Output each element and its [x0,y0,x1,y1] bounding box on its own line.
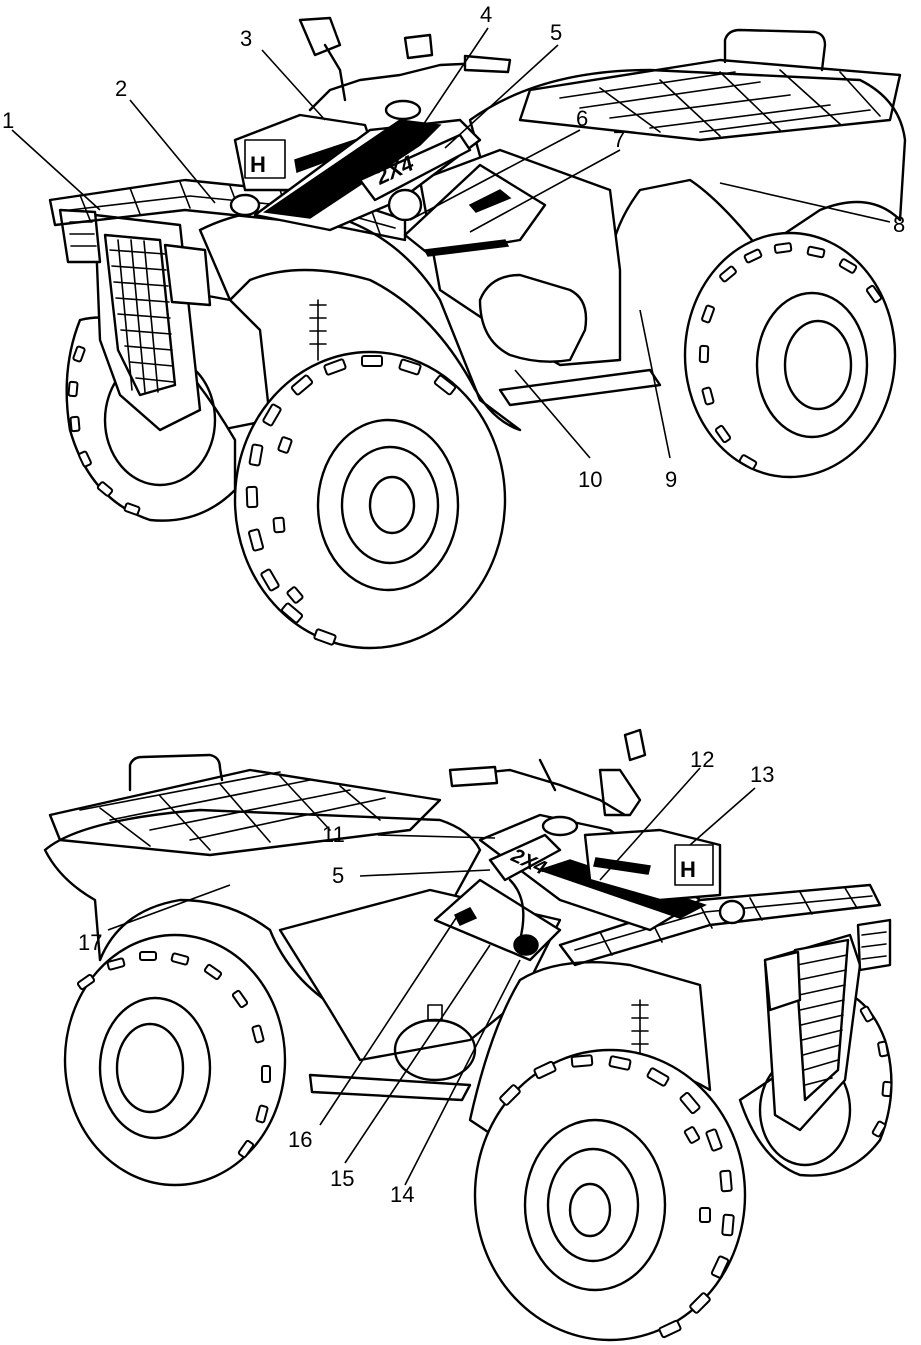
atv-top-view: H 2X4 [48,16,907,650]
rear-rack-b [48,753,442,857]
bottom-callouts: 11 12 13 5 17 16 15 14 [78,747,774,1207]
callout-11: 11 [322,822,345,847]
front-grille-decal-b [793,938,850,1102]
svg-text:H: H [680,857,696,882]
callout-15: 15 [330,1166,354,1191]
callout-17: 17 [78,930,102,955]
top-leader-lines [11,27,891,459]
handlebar [298,16,507,112]
tank-decal-stripe [262,119,442,219]
bottom-leader-lines [107,767,756,1186]
gas-tank-shroud [478,273,588,363]
tank-decal-2x4-b [488,833,562,882]
front-wheel-b [473,1048,747,1342]
callout-6: 6 [576,106,588,131]
callout-8: 8 [893,212,905,237]
handlebar-grip [463,54,512,74]
top-callouts: 1 2 3 4 5 6 7 8 9 10 [2,2,905,492]
headlight-pod-decal-b: H [593,844,714,886]
front-wheel-left [233,350,507,650]
footrest-b [308,1073,472,1102]
callout-12: 12 [690,747,714,772]
rear-wheel-right [683,231,897,479]
rear-wheel-b [63,933,287,1187]
callout-13: 13 [750,762,774,787]
callout-9: 9 [665,467,677,492]
headlight-left [58,208,102,264]
callout-5b: 5 [332,863,344,888]
tank-decal-2x4 [358,133,472,202]
front-grille-decal [103,233,177,397]
atv-bottom-view: 2X4 H [43,728,893,1342]
callout-14: 14 [390,1182,414,1207]
rear-rack [518,28,902,142]
callout-7: 7 [613,127,625,152]
callout-1: 1 [2,108,14,133]
handlebar-grip-b [448,765,499,788]
callout-10: 10 [578,467,602,492]
gas-cap-b [541,815,579,837]
handlebar-b [458,728,647,817]
callout-3: 3 [240,26,252,51]
callout-16: 16 [288,1127,312,1152]
headlight-pod-b [583,828,722,902]
callout-5: 5 [550,20,562,45]
gas-cap [384,99,422,121]
cable-b [508,878,525,942]
svg-text:H: H [250,152,266,177]
headlight-right [163,243,212,307]
footrest [498,368,662,407]
headlight-pod-decal: H [244,139,358,179]
headlight-b-left [763,950,802,1012]
fuel-knob [229,193,261,217]
callout-4: 4 [480,2,492,27]
callout-2: 2 [115,76,127,101]
